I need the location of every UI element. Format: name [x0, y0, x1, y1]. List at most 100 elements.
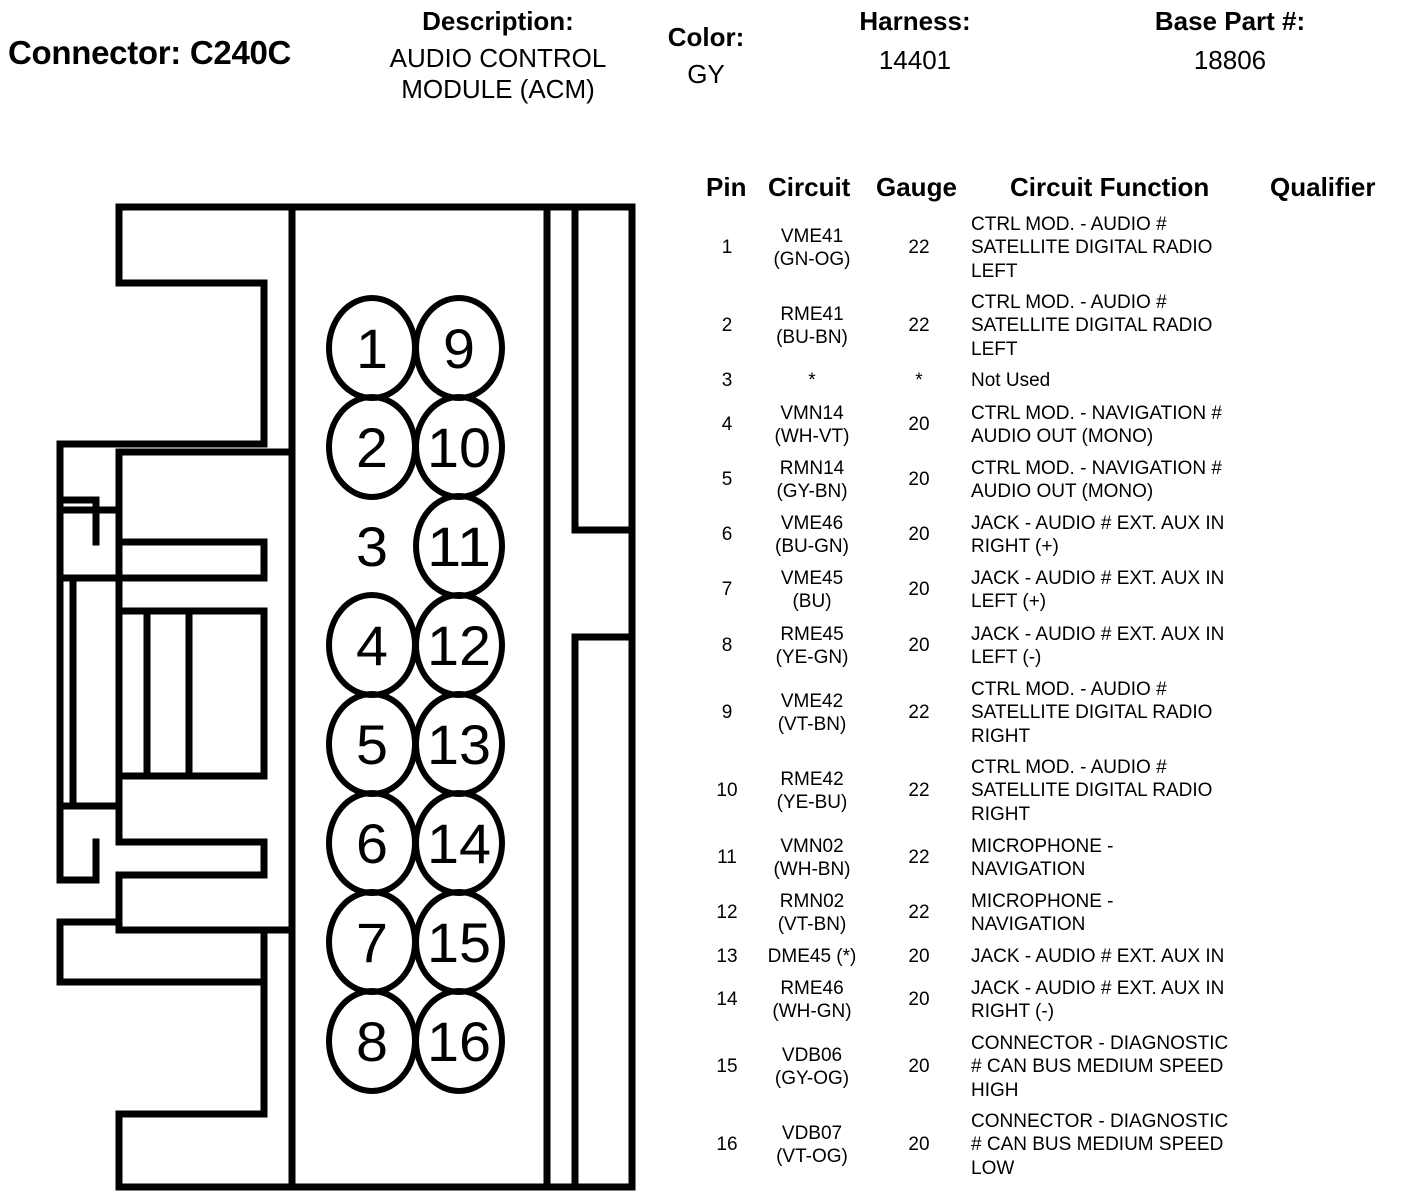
circuit-function-line: # CAN BUS MEDIUM SPEED	[971, 1056, 1224, 1078]
circuit-function-line: SATELLITE DIGITAL RADIO	[971, 702, 1213, 724]
circuit-function-line: JACK - AUDIO # EXT. AUX IN	[971, 623, 1225, 645]
circuit-function-cell: MICROPHONE -NAVIGATION	[971, 890, 1271, 937]
harness-value: 14401	[878, 45, 952, 75]
base-part-label: Base Part #:	[1154, 6, 1306, 36]
circuit-function-cell: CTRL MOD. - AUDIO #SATELLITE DIGITAL RAD…	[971, 213, 1271, 284]
description-line-2: MODULE (ACM)	[401, 74, 595, 104]
connector-housing-outline	[56, 203, 636, 1191]
pin-number-label: 12	[427, 614, 491, 677]
pin-cell: 8	[721, 635, 733, 657]
left-notch-bottom	[115, 926, 268, 1191]
gauge-cell: 20	[908, 946, 930, 968]
circuit-function-line: Not Used	[971, 370, 1051, 392]
left-tab-upper	[56, 440, 268, 514]
circuit-function-line: CTRL MOD. - AUDIO #	[971, 678, 1167, 700]
wire-color: (BU-GN)	[775, 536, 849, 557]
circuit-function-cell: CTRL MOD. - NAVIGATION #AUDIO OUT (MONO)	[971, 457, 1271, 504]
color-value: GY	[687, 59, 725, 89]
small-slot-lower	[56, 802, 100, 884]
gauge-cell: 20	[908, 579, 930, 601]
wire-color: (GN-OG)	[773, 249, 851, 270]
pin-cavity-7: 7	[326, 889, 418, 995]
pin-cell: 9	[721, 702, 733, 724]
wire-color: (GY-BN)	[776, 481, 848, 502]
wire-color: (BU)	[792, 591, 832, 612]
pin-number-label: 1	[356, 317, 388, 380]
pin-cavity-10: 10	[413, 394, 505, 500]
pin-cavity-8: 8	[326, 988, 418, 1094]
circuit-function-line: # CAN BUS MEDIUM SPEED	[971, 1134, 1224, 1156]
pin-cell: 2	[721, 315, 733, 337]
circuit-function-line: SATELLITE DIGITAL RADIO	[971, 315, 1213, 337]
gauge-cell: 22	[908, 902, 930, 924]
circuit-function-line: RIGHT	[971, 803, 1031, 825]
circuit-cell: RME45(YE-GN)	[752, 623, 872, 670]
circuit-function-line: JACK - AUDIO # EXT. AUX IN	[971, 946, 1225, 968]
gauge-cell: *	[915, 370, 923, 392]
circuit-function-cell: CTRL MOD. - AUDIO #SATELLITE DIGITAL RAD…	[971, 291, 1271, 362]
circuit-function-line: HIGH	[971, 1079, 1019, 1101]
left-latch-upper	[115, 506, 268, 582]
wire-color: (BU-BN)	[776, 327, 848, 348]
pin-cell: 5	[721, 469, 733, 491]
description-line-1: AUDIO CONTROL	[389, 43, 607, 73]
pin-circle	[413, 988, 505, 1094]
circuit-function-line: RIGHT (-)	[971, 1001, 1055, 1022]
column-header-circuit: Circuit	[768, 172, 851, 202]
circuit-function-cell: CTRL MOD. - NAVIGATION #AUDIO OUT (MONO)	[971, 402, 1271, 449]
circuit-function-cell: Not Used	[971, 369, 1271, 393]
pin-number-label: 11	[427, 515, 491, 578]
circuit-function-line: CTRL MOD. - AUDIO #	[971, 213, 1167, 235]
pin-cavity-11: 11	[413, 493, 505, 599]
pin-number-label: 8	[356, 1010, 388, 1073]
circuit-function-line: LEFT (-)	[971, 647, 1042, 668]
left-step-lower	[115, 871, 296, 934]
pin-cavity-1: 1	[326, 295, 418, 401]
color-block: Color: GY	[650, 22, 762, 90]
wire-color: (VT-OG)	[776, 1146, 848, 1167]
base-part-value: 18806	[1193, 45, 1267, 75]
left-notch-top	[115, 203, 268, 448]
pin-cavity-5: 5	[326, 691, 418, 797]
pin-cell: 4	[721, 414, 733, 436]
circuit-function-line: RIGHT (+)	[971, 536, 1059, 557]
circuit-id: VME45	[780, 567, 844, 589]
circuit-id: RME45	[780, 623, 844, 645]
harness-label: Harness:	[859, 6, 971, 36]
wire-color: (VT-BN)	[777, 914, 847, 935]
wire-color: (GY-OG)	[774, 1068, 850, 1089]
left-step-upper	[115, 448, 296, 514]
wire-color: (WH-VT)	[774, 426, 850, 447]
harness-block: Harness: 14401	[820, 6, 1010, 76]
pin-number-label: 5	[356, 713, 388, 776]
gauge-cell: 20	[908, 1056, 930, 1078]
pin-number-label: 4	[356, 614, 388, 677]
wire-color: (YE-BU)	[776, 792, 848, 813]
pin-number-label: 15	[427, 911, 491, 974]
pin-number-label: 16	[427, 1010, 491, 1073]
gauge-cell: 22	[908, 237, 930, 259]
circuit-function-cell: CTRL MOD. - AUDIO #SATELLITE DIGITAL RAD…	[971, 678, 1271, 749]
circuit-function-line: NAVIGATION	[971, 859, 1086, 880]
circuit-id: RME42	[780, 768, 844, 790]
circuit-function-cell: MICROPHONE -NAVIGATION	[971, 835, 1271, 882]
circuit-cell: VME41(GN-OG)	[752, 225, 872, 272]
circuit-id: VDB06	[781, 1044, 843, 1066]
pin-number-label: 10	[427, 416, 491, 479]
circuit-cell: RME46(WH-GN)	[752, 977, 872, 1024]
pin-number-label: 13	[427, 713, 491, 776]
circuit-cell: VMN14(WH-VT)	[752, 402, 872, 449]
gauge-cell: 22	[908, 315, 930, 337]
pin-cavity-3: 3	[356, 515, 388, 578]
circuit-id: RMN14	[779, 457, 845, 479]
circuit-function-cell: CTRL MOD. - AUDIO #SATELLITE DIGITAL RAD…	[971, 756, 1271, 827]
pin-number-label: 6	[356, 812, 388, 875]
circuit-id: DME45 (*)	[767, 946, 857, 968]
circuit-function-line: AUDIO OUT (MONO)	[971, 481, 1154, 502]
color-label: Color:	[667, 22, 745, 52]
circuit-cell: DME45 (*)	[752, 945, 872, 969]
circuit-id: VMN02	[780, 835, 844, 857]
